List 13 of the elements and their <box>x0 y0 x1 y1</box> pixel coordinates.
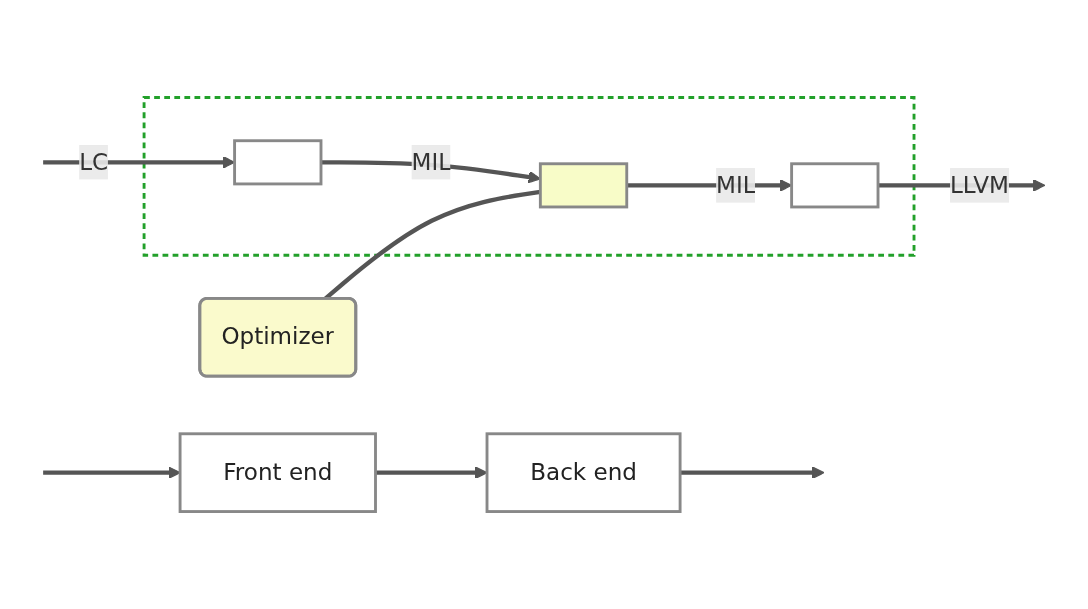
node-box <box>790 162 880 209</box>
arrow <box>375 466 488 479</box>
arrow <box>43 466 181 479</box>
arrow <box>680 466 825 479</box>
node-box <box>538 162 629 209</box>
cluster <box>142 96 916 257</box>
node-box: Front end <box>178 432 377 513</box>
edge-label: MIL <box>716 170 756 199</box>
node-box: Back end <box>485 432 682 513</box>
edge-label: LLVM <box>950 170 1009 199</box>
edge-label: LC <box>79 147 109 176</box>
edge-label: MIL <box>411 147 452 176</box>
node-box <box>233 139 323 186</box>
